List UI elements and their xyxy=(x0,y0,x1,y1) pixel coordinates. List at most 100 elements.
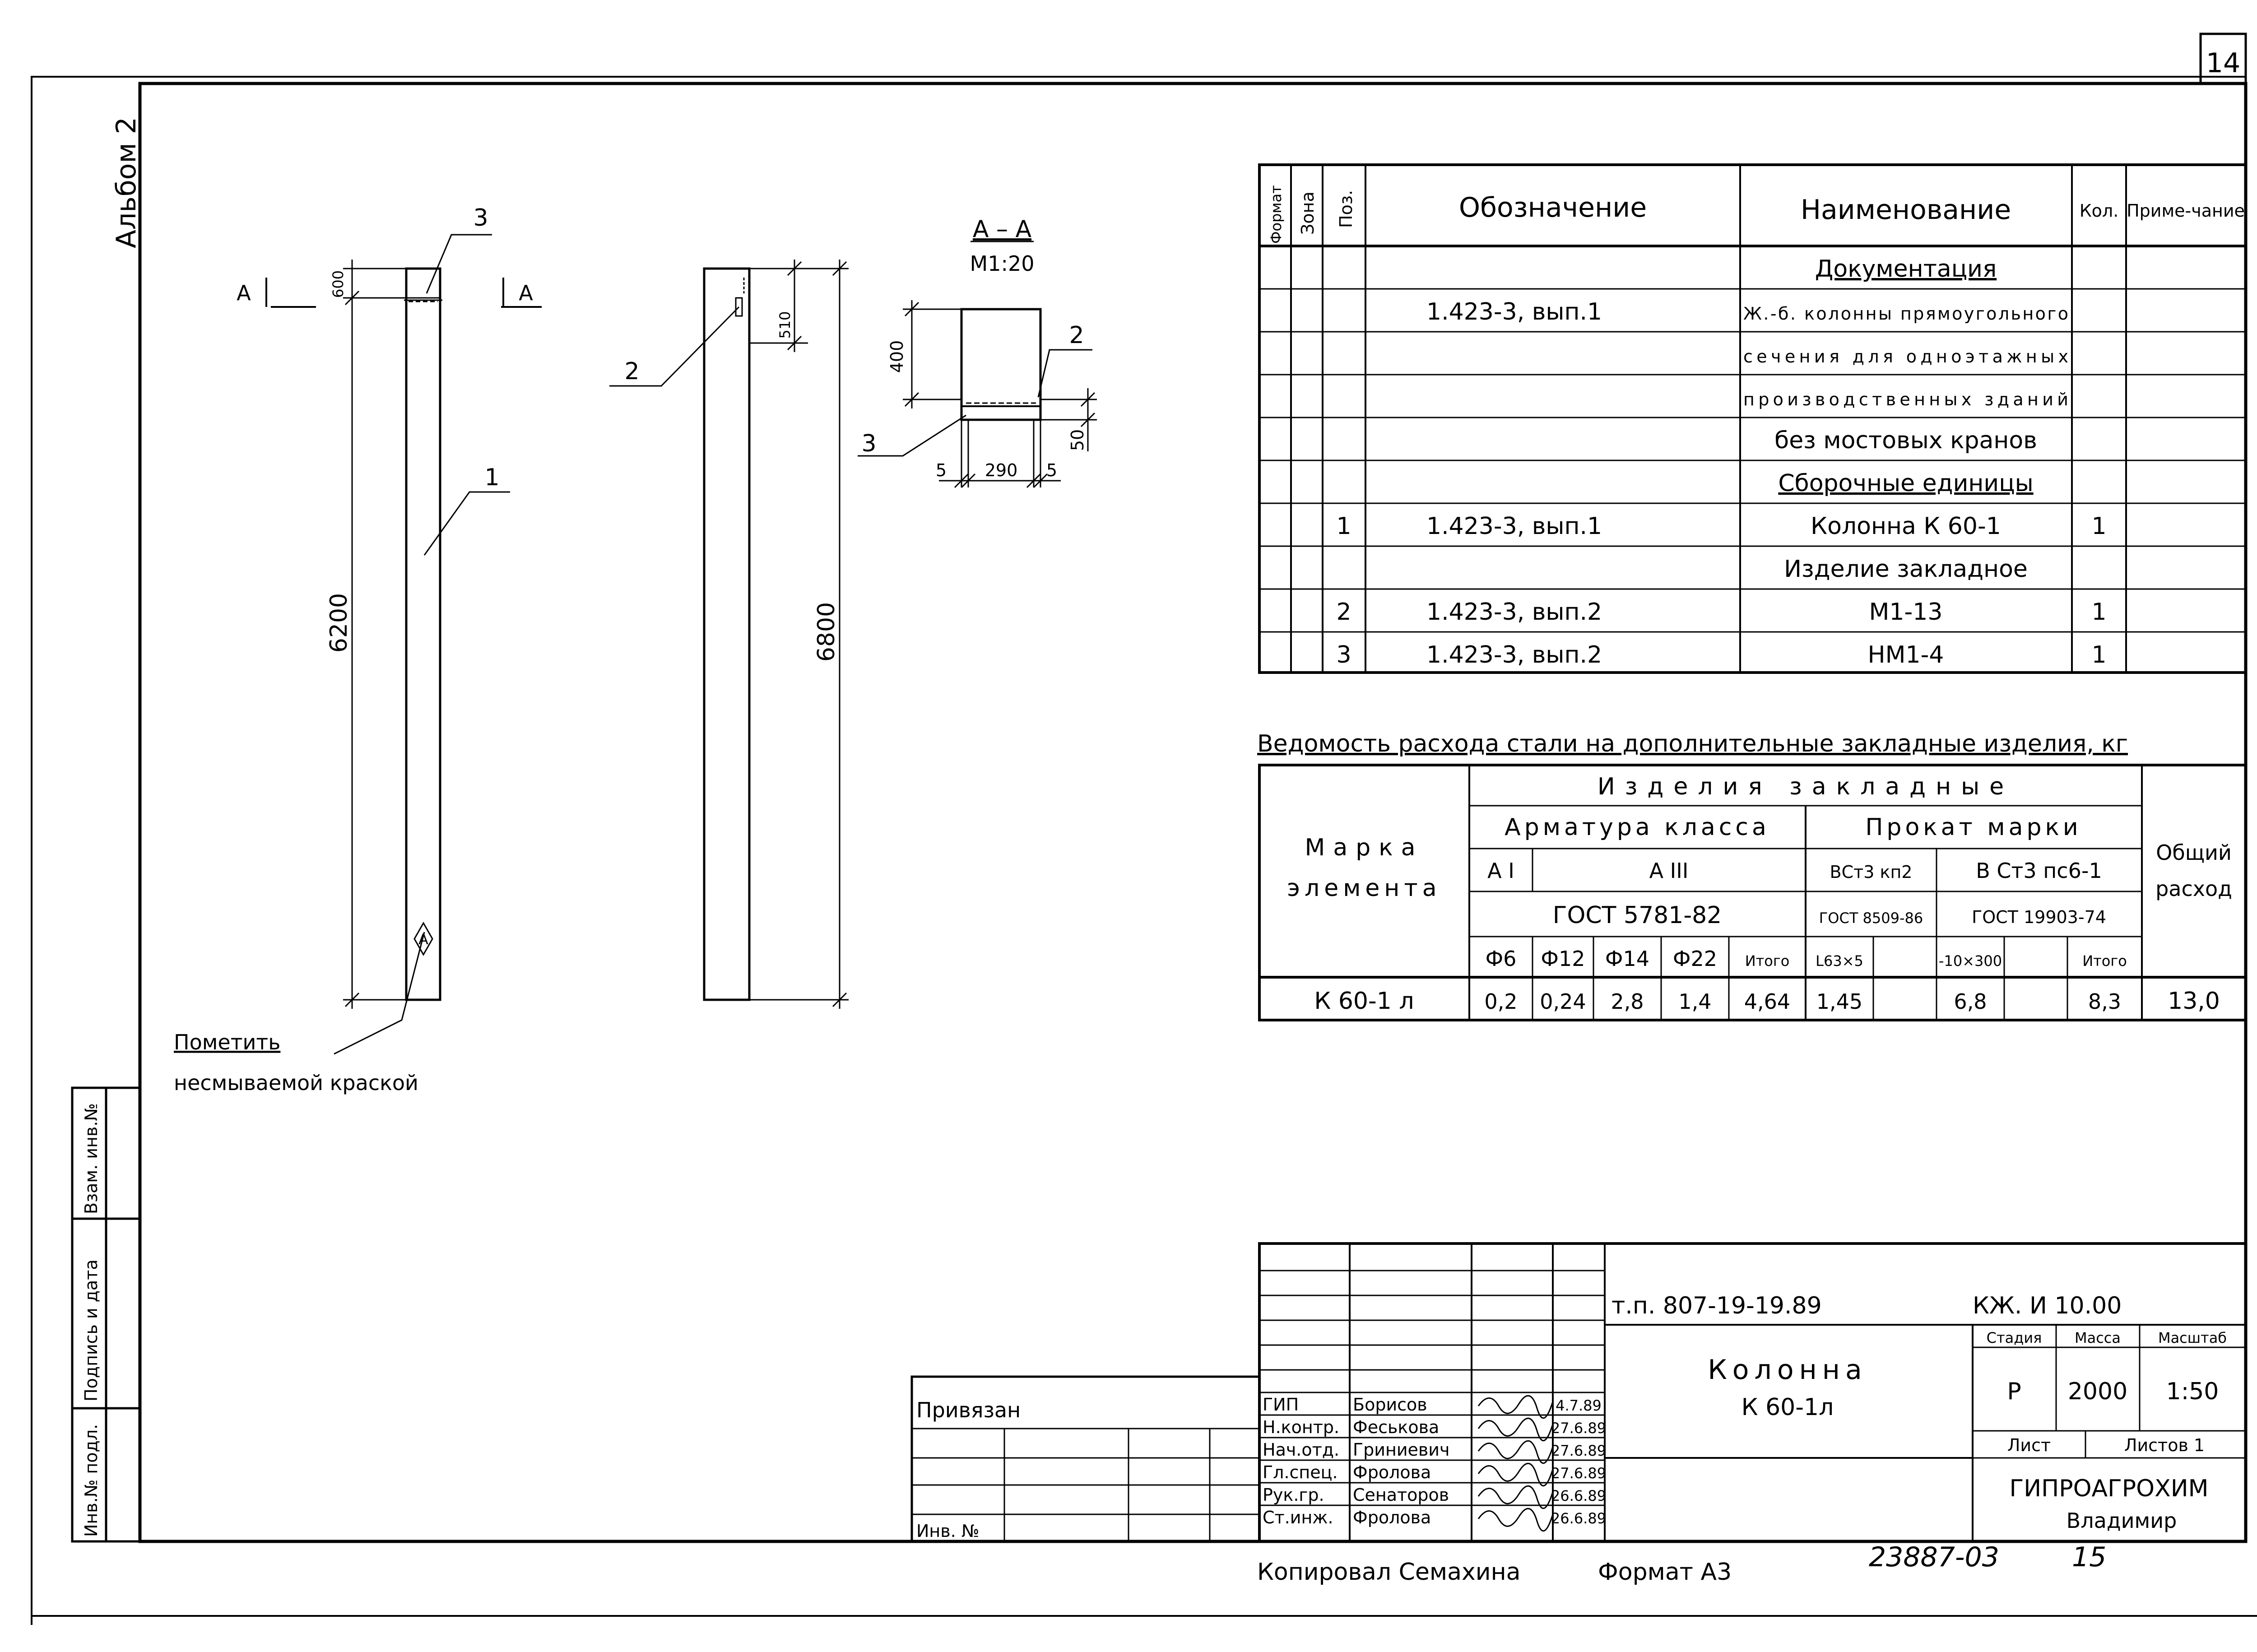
section-mark-right: А xyxy=(519,281,533,305)
steel-rebar-header: Арматура класса xyxy=(1505,814,1770,841)
steel-col-header: L63×5 xyxy=(1816,952,1863,970)
header-pos: Поз. xyxy=(1336,190,1356,228)
signer-role: Гл.спец. xyxy=(1263,1462,1338,1482)
spec-row-name: М1-13 xyxy=(1869,599,1943,626)
signature-scribble xyxy=(1477,1395,1554,1419)
steel-row-value: 0,2 xyxy=(1484,989,1517,1014)
steel-col-header: Итого xyxy=(2082,952,2127,970)
callout-2-side: 2 xyxy=(624,358,639,385)
steel-grade-b: В Ст3 пс6-1 xyxy=(1976,858,2102,883)
steel-col-header: Ф6 xyxy=(1486,947,1517,971)
format-label: Формат А3 xyxy=(1598,1559,1732,1586)
dim-50-label: 50 xyxy=(1068,429,1087,451)
section-mark-left: А xyxy=(237,281,251,305)
steel-row-total: 13,0 xyxy=(2168,988,2220,1015)
column-front-view xyxy=(265,234,542,1055)
dim-6800-label: 6800 xyxy=(813,602,840,662)
steel-row-mark: К 60-1 л xyxy=(1314,988,1414,1015)
dim-5b-label: 5 xyxy=(1046,460,1057,480)
steel-class-ai: А I xyxy=(1487,858,1514,883)
org-city: Владимир xyxy=(2067,1508,2177,1533)
note-line2: несмываемой краской xyxy=(174,1071,418,1095)
signer-name: Фролова xyxy=(1353,1462,1431,1482)
signer-role: Нач.отд. xyxy=(1263,1440,1339,1460)
signer-name: Феськова xyxy=(1353,1417,1439,1437)
signer-role: Рук.гр. xyxy=(1263,1485,1324,1505)
callout-3-front: 3 xyxy=(473,204,488,232)
section-a-a xyxy=(858,241,1097,488)
steel-row-value: 8,3 xyxy=(2088,989,2121,1014)
spec-row-name: сечения для одноэтажных xyxy=(1743,347,2068,367)
mass-value: 2000 xyxy=(2068,1378,2127,1405)
spec-row-name: производственных зданий xyxy=(1743,390,2068,409)
spec-row-name: Сборочные единицы xyxy=(1778,470,2033,497)
replace-inv-label: Взам. инв.№ xyxy=(81,1103,101,1214)
signer-date: 27.6.89 xyxy=(1551,1420,1606,1437)
callout-1: 1 xyxy=(484,464,499,491)
signer-name: Борисов xyxy=(1353,1395,1427,1415)
dim-290-label: 290 xyxy=(985,460,1018,480)
drawing-title-2: К 60-1л xyxy=(1742,1394,1834,1421)
column-side-view xyxy=(609,260,849,1009)
steel-row-value: 0,24 xyxy=(1540,989,1586,1014)
signature-scribble xyxy=(1477,1485,1554,1509)
steel-class-aiii: А III xyxy=(1649,858,1689,883)
spec-row-designation: 1.423-3, вып.1 xyxy=(1426,298,1602,325)
steel-table-title: Ведомость расхода стали на дополнительны… xyxy=(1257,730,2128,757)
signer-date: 4.7.89 xyxy=(1556,1397,1602,1414)
mass-label: Масса xyxy=(2075,1329,2121,1346)
signer-role: ГИП xyxy=(1263,1395,1299,1415)
signer-date: 27.6.89 xyxy=(1551,1465,1606,1482)
spec-row-designation: 1.423-3, вып.2 xyxy=(1426,641,1602,668)
steel-mark-header-2: элемента xyxy=(1287,875,1441,902)
steel-total-header-1: Общий xyxy=(2156,840,2232,865)
sheet-code: КЖ. И 10.00 xyxy=(1973,1292,2122,1319)
steel-col-header: Ф22 xyxy=(1673,947,1717,971)
header-designation: Обозначение xyxy=(1459,192,1647,223)
sheets-label: Листов 1 xyxy=(2124,1435,2205,1455)
signer-date: 27.6.89 xyxy=(1551,1442,1606,1459)
header-name: Наименование xyxy=(1801,194,2011,226)
signer-name: Фролова xyxy=(1353,1508,1431,1527)
dim-6200-label: 6200 xyxy=(325,593,353,653)
steel-col-header: Ф12 xyxy=(1541,947,1585,971)
page-number: 15 xyxy=(2072,1541,2106,1573)
callout-3-section: 3 xyxy=(861,430,876,457)
spec-row-designation: 1.423-3, вып.2 xyxy=(1426,599,1602,626)
header-qty: Кол. xyxy=(2080,201,2119,221)
note-line1: Пометить xyxy=(174,1030,280,1054)
scale-value: 1:50 xyxy=(2166,1378,2219,1405)
header-zone: Зона xyxy=(1298,191,1318,235)
signature-scribble xyxy=(1477,1462,1554,1487)
spec-row-pos: 2 xyxy=(1336,599,1351,626)
spec-row-name: без мостовых кранов xyxy=(1774,427,2037,454)
header-format: Формат xyxy=(1268,185,1285,244)
dim-400-label: 400 xyxy=(887,340,907,373)
stage-label: Стадия xyxy=(1987,1329,2042,1346)
stage-value: Р xyxy=(2007,1378,2021,1405)
steel-col-header: Ф14 xyxy=(1605,947,1649,971)
album-label: Альбом 2 xyxy=(111,117,142,248)
spec-row-qty: 1 xyxy=(2091,641,2106,668)
section-scale: М1:20 xyxy=(970,251,1035,276)
steel-col-header: -10×300 xyxy=(1939,952,2002,970)
binding-inv-label: Инв. № xyxy=(916,1521,979,1541)
dim-600-label: 600 xyxy=(330,270,347,298)
signer-name: Сенаторов xyxy=(1353,1485,1449,1505)
steel-gost-a: ГОСТ 8509-86 xyxy=(1819,910,1923,927)
copied-by: Копировал Семахина xyxy=(1257,1559,1520,1586)
inv-orig-label: Инв.№ подл. xyxy=(81,1424,101,1537)
steel-row-value: 6,8 xyxy=(1954,989,1987,1014)
steel-row-value: 2,8 xyxy=(1611,989,1644,1014)
sign-date-label: Подпись и дата xyxy=(81,1259,101,1401)
project-code: т.п. 807-19-19.89 xyxy=(1611,1292,1822,1319)
binding-label: Привязан xyxy=(916,1398,1021,1422)
spec-row-name: Изделие закладное xyxy=(1784,556,2028,583)
scale-label: Масштаб xyxy=(2158,1329,2227,1346)
signer-date: 26.6.89 xyxy=(1551,1487,1606,1504)
spec-row-name: Ж.-б. колонны прямоугольного xyxy=(1743,304,2068,324)
dim-5a-label: 5 xyxy=(936,460,947,480)
spec-row-name: Колонна К 60-1 xyxy=(1811,513,2001,540)
